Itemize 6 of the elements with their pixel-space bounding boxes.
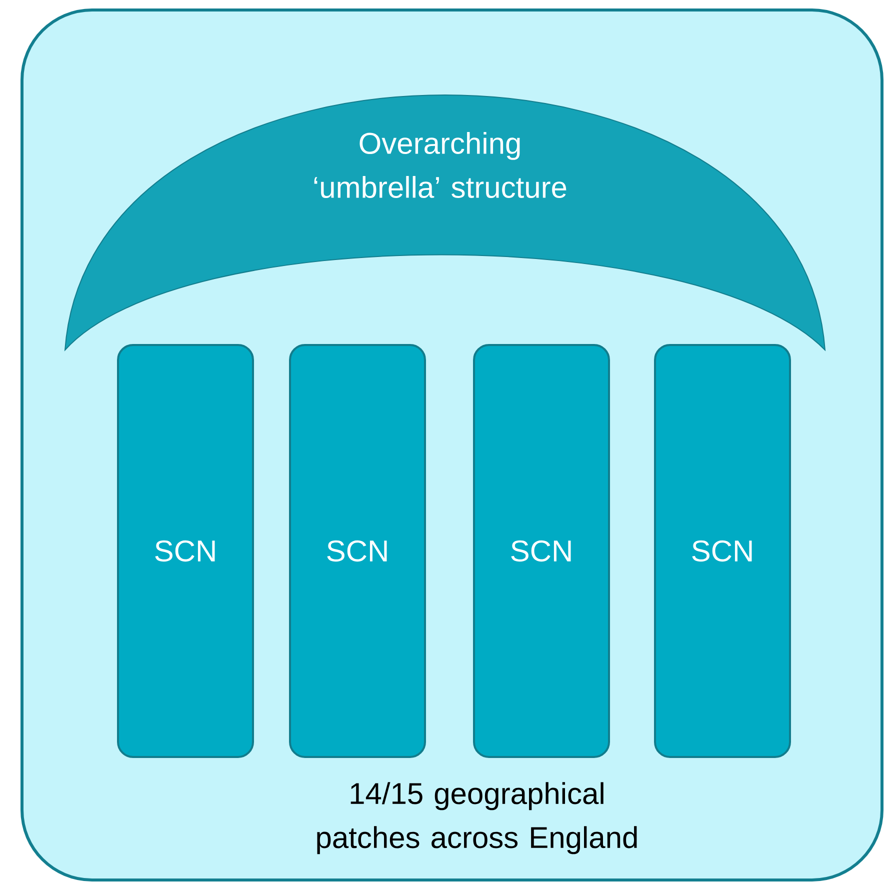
column-box: SCN bbox=[117, 344, 254, 758]
caption-text: 14/15 geographical patches across England bbox=[317, 782, 637, 854]
column-box: SCN bbox=[473, 344, 610, 758]
column-box: SCN bbox=[289, 344, 426, 758]
umbrella-label: Overarching ‘umbrella’ structure bbox=[314, 132, 566, 198]
column-box: SCN bbox=[654, 344, 791, 758]
